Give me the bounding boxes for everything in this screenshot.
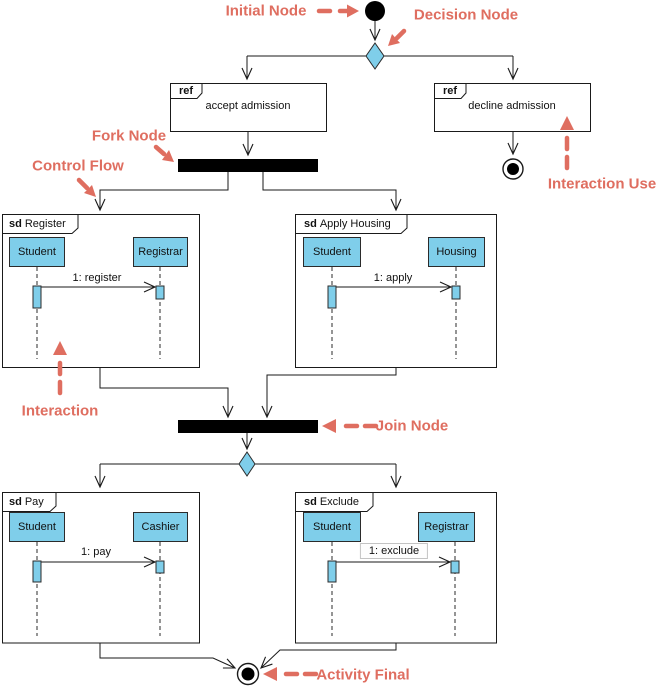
decline-ref-label: decline admission (468, 100, 556, 112)
pay-student-head: Student (9, 512, 65, 542)
apply-housing-activation (451, 285, 461, 300)
join-node-label: Join Node (375, 417, 449, 435)
fork-node-label: Fork Node (91, 127, 167, 145)
fork-to-register-flow (94, 172, 229, 212)
interaction-use-pointer-head (560, 116, 574, 130)
exclude-registrar-head: Registrar (418, 512, 475, 542)
initial-node-label: Initial Node (225, 2, 307, 20)
exclude-frame-tab (295, 492, 374, 512)
apply-student-head: Student (303, 237, 361, 267)
accept-ref-tab (170, 83, 203, 99)
activity-final-label: Activity Final (316, 666, 410, 684)
register-student-activation (32, 285, 42, 309)
accept-ref-keyword: ref (178, 85, 194, 97)
fork-node-pointer-head (162, 150, 174, 162)
register-registrar-activation (155, 285, 165, 300)
activity-final-bottom-dot (241, 667, 255, 681)
register-frame-tab (2, 214, 79, 234)
decline-ref-tab (434, 83, 467, 99)
activity-final-top-dot (507, 163, 519, 175)
fork-to-apply-housing-flow (262, 172, 402, 212)
register-name: Register (24, 218, 66, 230)
exclude-to-final-flow (260, 643, 397, 669)
initial-node-icon (365, 1, 385, 21)
apply-message-label: 1: apply (373, 272, 413, 284)
register-registrar-head: Registrar (133, 237, 188, 267)
exclude-student-head: Student (303, 512, 361, 542)
pay-keyword: sd (9, 496, 22, 508)
register-student-head: Student (9, 237, 65, 267)
pay-to-final-flow (99, 643, 237, 669)
apply-housing-name: Apply Housing (319, 218, 391, 230)
apply-student-activation (327, 285, 337, 309)
register-keyword: sd (9, 218, 22, 230)
exclude-name: Exclude (319, 496, 359, 508)
apply-to-join-flow (261, 367, 397, 419)
register-to-join-flow (99, 367, 234, 419)
exclude-student-activation (327, 560, 337, 583)
exclude-registrar-activation (450, 560, 460, 574)
decision-node-pointer-shaft (394, 28, 407, 41)
apply-housing-keyword: sd (304, 218, 317, 230)
exclude-keyword: sd (304, 496, 317, 508)
control-flow-label: Control Flow (32, 157, 124, 175)
accept-ref-label: accept admission (205, 100, 291, 112)
pay-message-label: 1: pay (81, 546, 111, 558)
interaction-pointer-head (53, 341, 67, 355)
pay-student-activation (32, 560, 42, 583)
fork-node-pointer-shaft (153, 144, 167, 157)
register-message-label: 1: register (72, 272, 122, 284)
join-node-bar (178, 420, 318, 433)
control-flow-pointer-head (84, 185, 96, 197)
apply-housing-head: Housing (428, 237, 485, 267)
pay-name: Pay (24, 496, 44, 508)
exclude-message-label: 1: exclude (359, 543, 429, 559)
join-node-pointer-head (322, 419, 336, 433)
decision-node-label: Decision Node (413, 6, 519, 24)
decision-node-pointer-head (388, 34, 400, 46)
control-flow-pointer-shaft (76, 177, 90, 191)
apply-housing-frame-tab (295, 214, 408, 234)
pay-cashier-activation (155, 560, 165, 574)
merge-node-icon (238, 451, 256, 477)
interaction-label: Interaction (21, 402, 99, 420)
fork-node-bar (178, 159, 318, 172)
initial-node-pointer-head (347, 4, 359, 18)
activity-final-pointer-head (263, 667, 277, 681)
interaction-use-label: Interaction Use (547, 175, 657, 193)
pay-frame-tab (2, 492, 57, 512)
pay-cashier-head: Cashier (133, 512, 188, 542)
decline-ref-keyword: ref (442, 85, 458, 97)
decision-node-icon (365, 42, 385, 70)
